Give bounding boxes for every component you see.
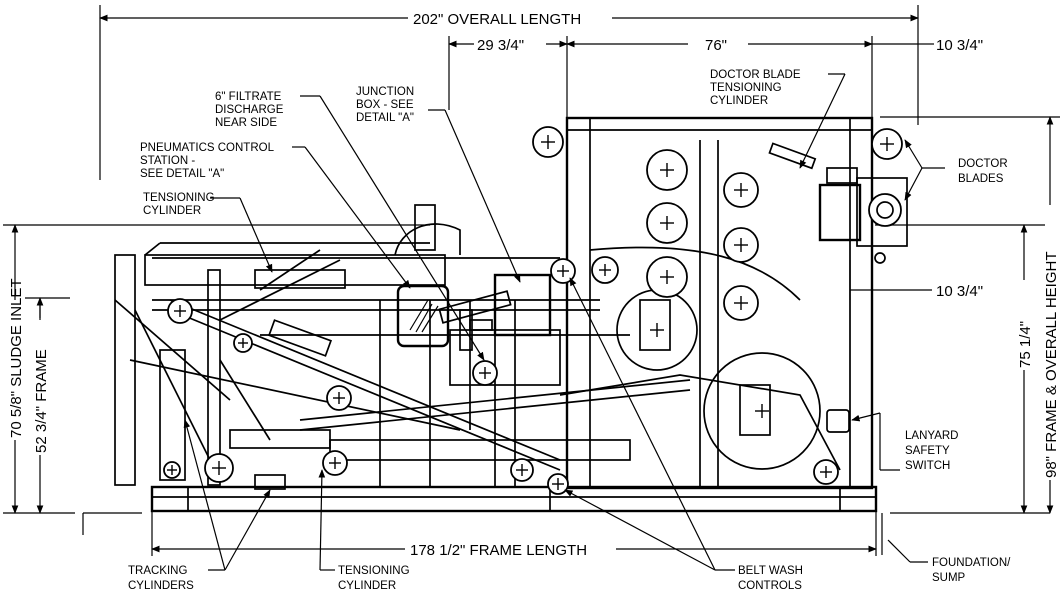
filtrate-callout-3: NEAR SIDE [215,117,277,129]
roller [755,404,769,418]
left-section-label: 29 3/4" [477,37,524,54]
press-rollers [559,246,841,471]
frame-height-label: 52 3/4" FRAME [33,349,50,453]
foundation-callout-2: SUMP [932,572,966,584]
frame-length-label: 178 1/2" FRAME LENGTH [410,542,587,559]
belt-wash-callout-1: BELT WASH [738,565,803,577]
overall-height-label: 98" FRAME & OVERALL HEIGHT [1043,252,1060,479]
roller [204,453,234,483]
pneumatics-callout-3: SEE DETAIL "A" [140,168,224,180]
roller [723,172,759,208]
roller [163,461,181,479]
doctor-tension-callout-3: CYLINDER [710,95,768,107]
tracking-callout-2: CYLINDERS [128,580,194,592]
filtrate-callout-2: DISCHARGE [215,104,284,116]
doctor-tension-callout-1: DOCTOR BLADE [710,69,801,81]
pneumatics-callout-1: PNEUMATICS CONTROL [140,142,275,154]
junction-callout-1: JUNCTION [356,86,414,98]
roller [646,149,688,191]
doctor-tension-callout-2: TENSIONING [710,82,782,94]
foundation-callout-1: FOUNDATION/ [932,557,1011,569]
belt-wash-callout-2: CONTROLS [738,580,802,592]
handwheel [550,258,576,284]
callouts: 6" FILTRATE DISCHARGE NEAR SIDE JUNCTION… [128,69,1011,592]
drive-assembly [818,167,908,264]
tensioning-bottom-callout-1: TENSIONING [338,565,410,577]
lanyard-callout-2: SAFETY [905,445,950,457]
roller [813,459,839,485]
handwheel [547,473,569,495]
tensioning-top-callout-1: TENSIONING [143,192,215,204]
lanyard-callout-3: SWITCH [905,460,950,472]
lanyard-switch [826,409,850,433]
right-top-label: 10 3/4" [936,37,983,54]
roller [723,285,759,321]
lanyard-callout-1: LANYARD [905,430,958,442]
roller [646,256,688,298]
roller [167,298,193,324]
frame-right-label: 75 1/4" [1017,321,1034,368]
filtrate-callout-1: 6" FILTRATE [215,91,282,103]
roller [233,333,253,353]
roller [532,126,564,158]
sludge-inlet-label: 70 5/8" SLUDGE INLET [8,278,25,438]
roller [322,450,348,476]
leader-lines [183,73,945,571]
cylinders [229,142,817,490]
roller [650,323,664,337]
doctor-blades-callout-2: BLADES [958,173,1004,185]
junction-callout-3: DETAIL "A" [356,112,414,124]
mid-section-label: 76" [705,37,727,54]
roller [646,202,688,244]
dimension-labels: 202" OVERALL LENGTH 29 3/4" 76" 10 3/4" … [8,8,1060,560]
roller [326,385,352,411]
tracking-callout-1: TRACKING [128,565,187,577]
overall-length-label: 202" OVERALL LENGTH [413,11,581,28]
pneumatics-callout-2: STATION - [140,155,195,167]
junction-callout-2: BOX - SEE [356,99,414,111]
tensioning-top-callout-2: CYLINDER [143,205,201,217]
rollers [163,126,903,495]
doctor-blades-callout-1: DOCTOR [958,158,1008,170]
roller [871,128,903,160]
roller [472,360,498,386]
right-mid-label: 10 3/4" [936,283,983,300]
roller [510,458,534,482]
control-boxes [396,273,552,351]
tensioning-bottom-callout-2: CYLINDER [338,580,396,592]
roller [723,227,759,263]
roller [591,256,619,284]
